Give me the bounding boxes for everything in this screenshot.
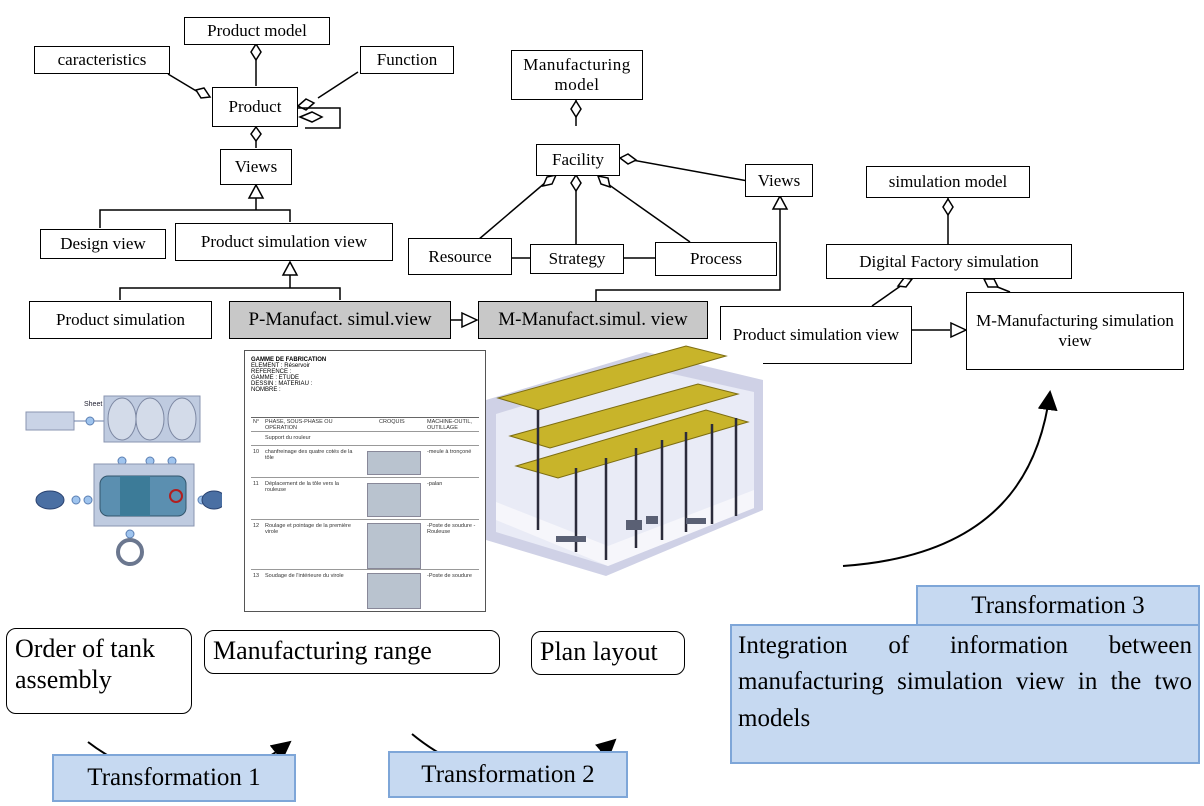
manufacturing-range-sheet: GAMME DE FABRICATION ELEMENT : Réservoir…: [244, 350, 486, 612]
sheet-header-line: GAMME : ETUDE: [251, 375, 300, 381]
product-simulation-box: Product simulation: [29, 301, 212, 339]
manufacturing-model-box: Manufacturing model: [511, 50, 643, 100]
facility-box: Facility: [536, 144, 620, 176]
sheet-row-tool: -Poste de soudure: [427, 573, 472, 579]
sheet-row-op: Déplacement de la tôle vers la rouleuse: [265, 481, 339, 493]
p-manufact-simul-view-box: P-Manufact. simul.view: [229, 301, 451, 339]
order-of-tank-assembly-label: Order of tank assembly: [6, 628, 192, 714]
sheet-row-num: 11: [253, 481, 259, 487]
sketch-thumbnail: [367, 483, 421, 517]
sheet-row: 13 Soudage de l'intérieure du virole -Po…: [251, 571, 479, 609]
sheet-header-line: ELEMENT : Réservoir: [251, 363, 310, 369]
transformation-2-box: Transformation 2: [388, 751, 628, 798]
views-box: Views: [220, 149, 292, 185]
sheet-header-line: DESSIN : MATERIAU :: [251, 381, 313, 387]
tank-assembly-illustration: Sheet metal rolling: [25, 395, 222, 566]
sheet-col-header: N°: [253, 419, 260, 425]
transformation-1-box: Transformation 1: [52, 754, 296, 802]
manufacturing-range-label: Manufacturing range: [204, 630, 500, 674]
simulation-model-box: simulation model: [866, 166, 1030, 198]
m-manufacturing-simulation-view-box: M-Manufacturing simulation view: [966, 292, 1184, 370]
sheet-row-op: Support du rouleur: [265, 435, 311, 441]
sheet-row-op: Soudage de l'intérieure du virole: [265, 573, 344, 579]
plant-layout-3d-image: [486, 340, 763, 586]
process-box: Process: [655, 242, 777, 276]
transformation-3-box: Transformation 3: [916, 585, 1200, 627]
manufacturing-views-box: Views: [745, 164, 813, 197]
resource-box: Resource: [408, 238, 512, 275]
sheet-header-line: REFERENCE :: [251, 369, 292, 375]
sketch-thumbnail: [367, 523, 421, 569]
sheet-row: Support du rouleur: [251, 433, 479, 446]
sheet-row: 10 chanfreinage des quatre cotés de la t…: [251, 447, 479, 478]
sheet-row: 12 Roulage et pointage de la première vi…: [251, 521, 479, 570]
plan-layout-label: Plan layout: [531, 631, 685, 675]
sheet-row-op: Roulage et pointage de la première virol…: [265, 523, 351, 535]
sketch-thumbnail: [367, 451, 421, 475]
m-manufact-simul-view-box: M-Manufact.simul. view: [478, 301, 708, 339]
sheet-row-tool: -Poste de soudure -Rouleuse: [427, 523, 476, 535]
sheet-row-num: 12: [253, 523, 260, 529]
sheet-column-headers: N° PHASE, SOUS-PHASE OU OPÉRATION CROQUI…: [251, 417, 479, 432]
product-simulation-view-box: Product simulation view: [175, 223, 393, 261]
sheet-row-num: 13: [253, 573, 260, 579]
sketch-thumbnail: [367, 573, 421, 609]
strategy-box: Strategy: [530, 244, 624, 274]
sheet-col-header: CROQUIS: [379, 419, 405, 425]
design-view-box: Design view: [40, 229, 166, 259]
sheet-row: 11 Déplacement de la tôle vers la rouleu…: [251, 479, 479, 520]
sheet-row-tool: -meule à tronçoné: [427, 449, 472, 455]
sheet-col-header: MACHINE-OUTIL, OUTILLAGE: [427, 419, 472, 431]
integration-description-box: Integration of information between manuf…: [730, 624, 1200, 764]
sheet-row-op: chanfreinage des quatre cotés de la tôle: [265, 449, 353, 461]
product-model-box: Product model: [184, 17, 330, 45]
product-box: Product: [212, 87, 298, 127]
sheet-header-line: NOMBRE :: [251, 387, 281, 393]
sheet-title: GAMME DE FABRICATION: [251, 357, 327, 363]
sheet-col-header: PHASE, SOUS-PHASE OU OPÉRATION: [265, 419, 333, 431]
digital-factory-simulation-box: Digital Factory simulation: [826, 244, 1072, 279]
caracteristics-box: caracteristics: [34, 46, 170, 74]
sheet-row-tool: -palan: [427, 481, 443, 487]
aggregation-diamond: [250, 42, 262, 62]
sheet-header: GAMME DE FABRICATION ELEMENT : Réservoir…: [251, 357, 479, 418]
function-box: Function: [360, 46, 454, 74]
sheet-row-num: 10: [253, 449, 260, 455]
